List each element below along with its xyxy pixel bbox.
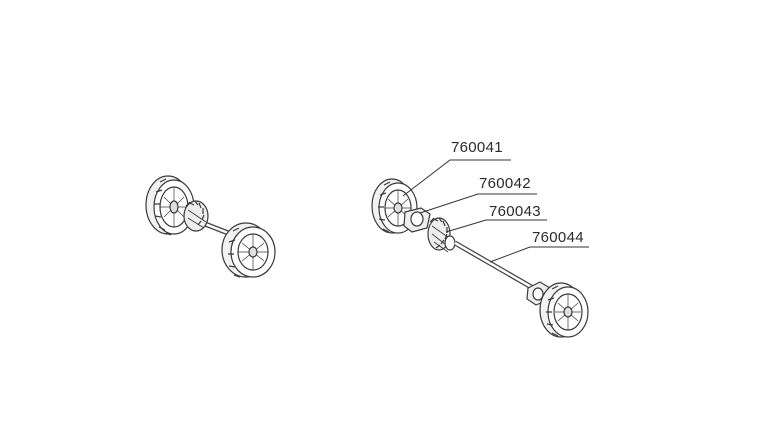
leader-760041 [402,159,511,197]
leader-760044 [489,246,589,263]
part-760041-wheel [371,178,418,234]
leader-lines [402,159,589,263]
part-760043-gear [427,217,456,253]
assembled-axle [145,175,276,278]
part-number-label: 760044 [532,229,584,246]
part-number-label: 760042 [479,175,531,192]
exploded-far-wheel [539,282,589,338]
assembled-gear [183,200,209,232]
exploded-axle [371,178,589,338]
part-number-label: 760041 [451,139,503,156]
part-760044-axle-shaft [453,240,542,295]
leader-760043 [445,219,547,233]
assembled-right-wheel [221,222,276,278]
part-760042-bushing [403,207,431,233]
leader-760042 [419,193,537,214]
part-number-label: 760043 [489,203,541,220]
